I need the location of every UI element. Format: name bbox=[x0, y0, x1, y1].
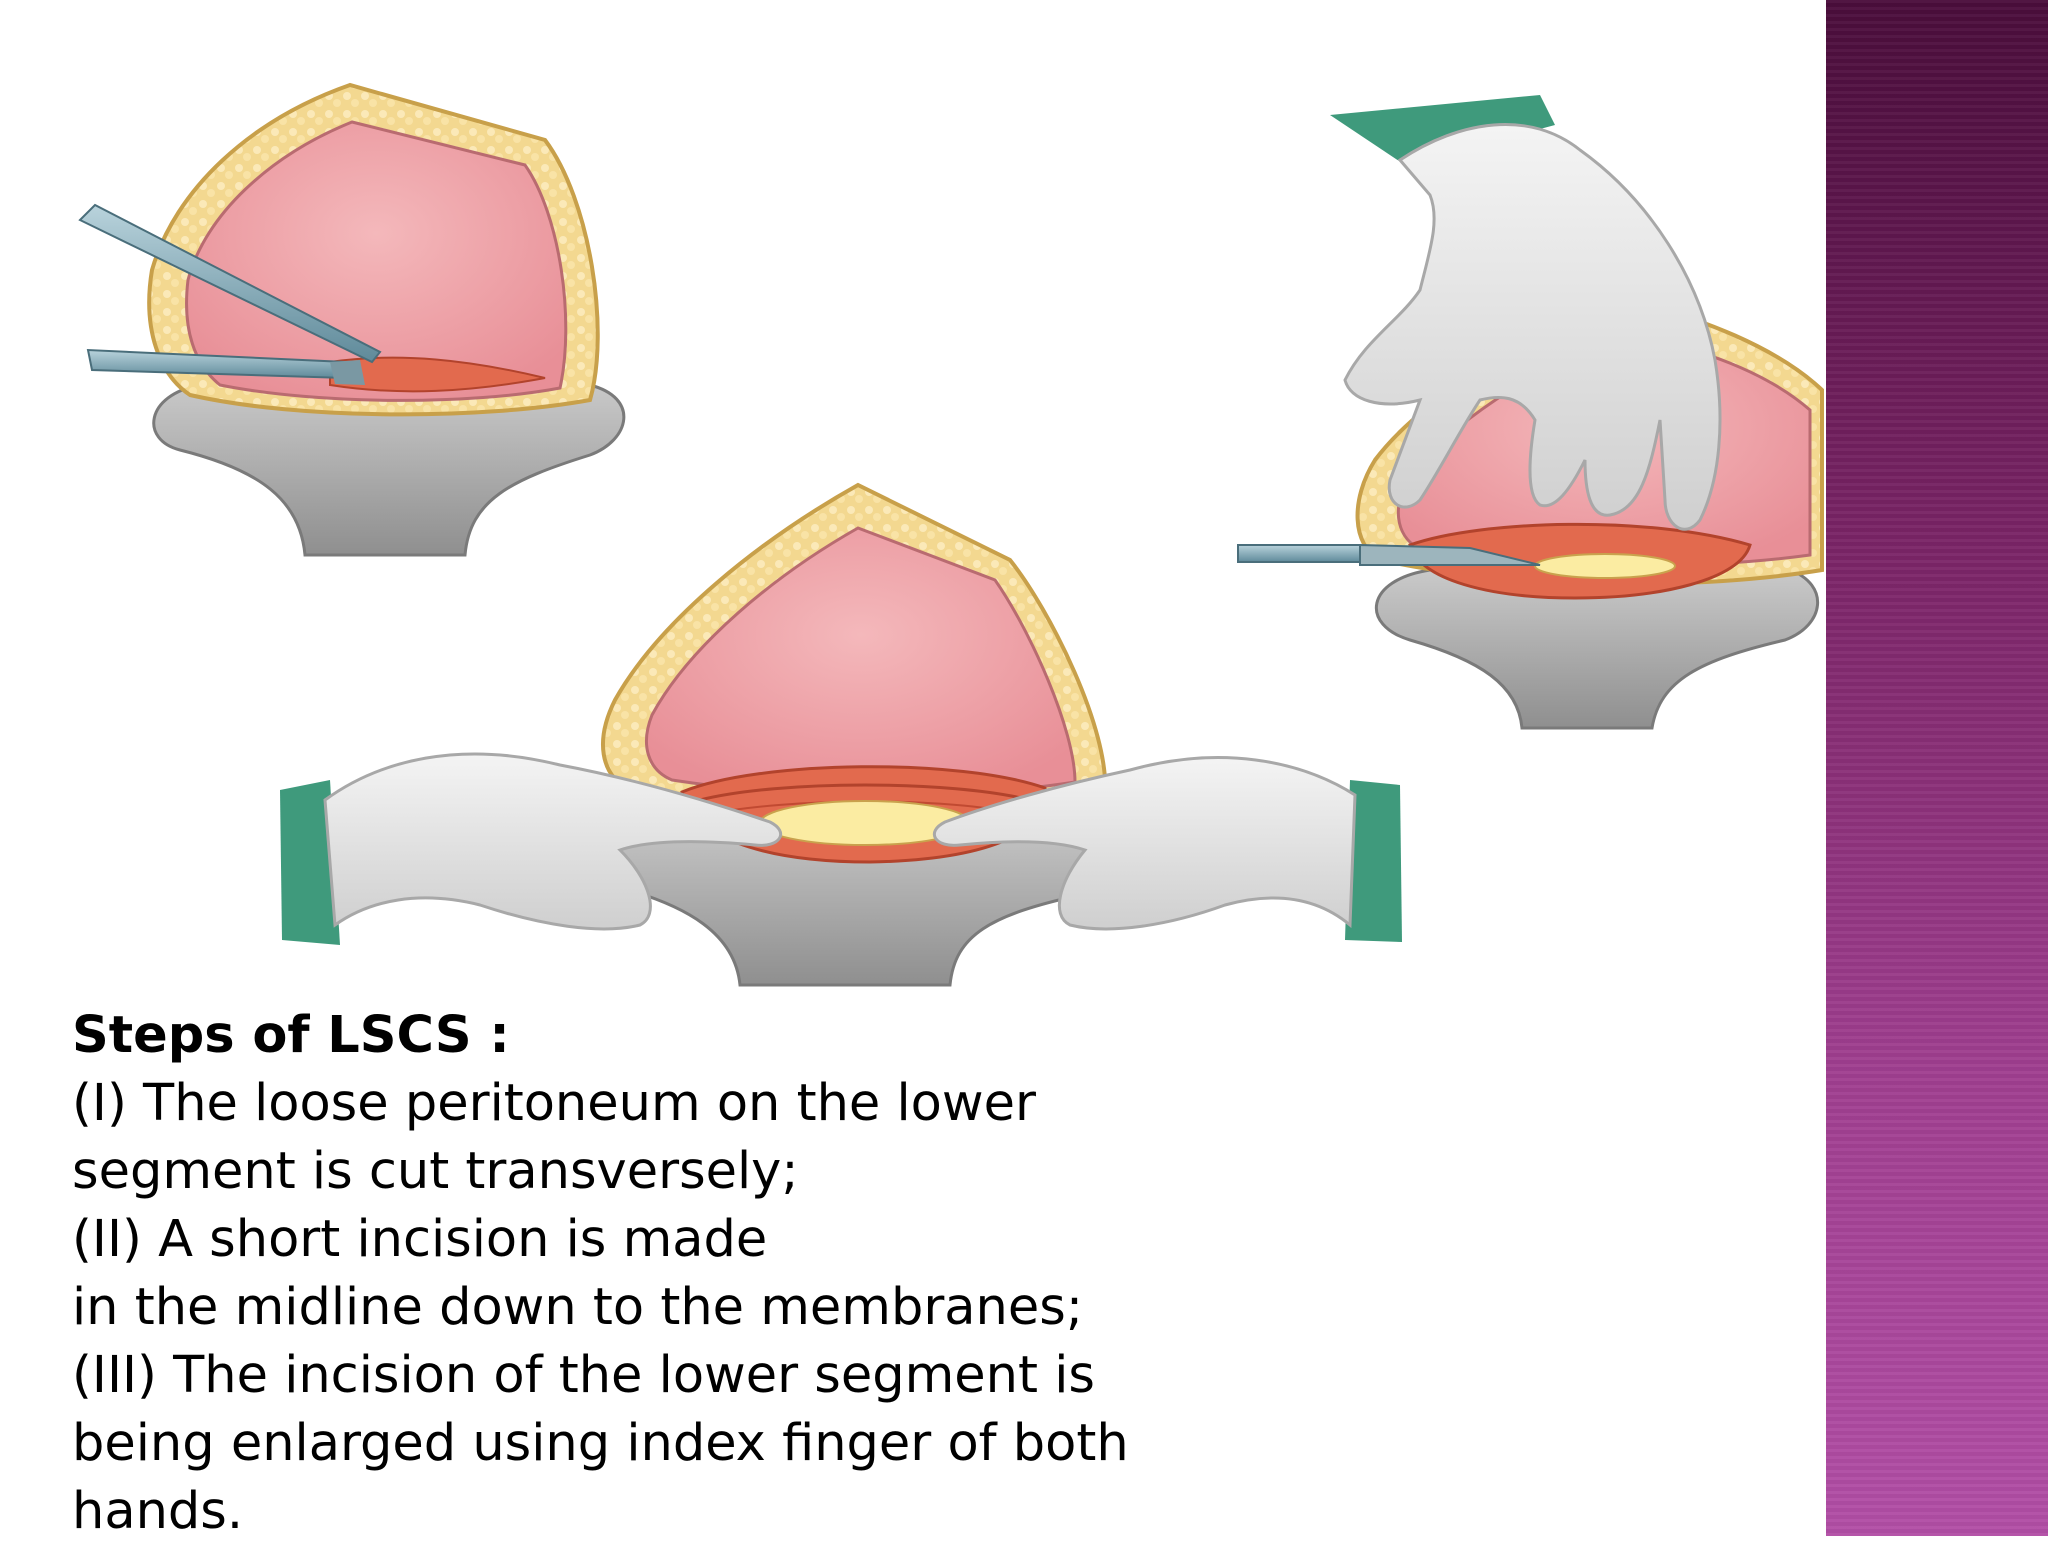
decorative-side-band bbox=[1826, 0, 2048, 1536]
caption-line: in the midline down to the membranes; bbox=[72, 1278, 1084, 1337]
caption-line: hands. bbox=[72, 1482, 244, 1541]
panel-i-peritoneum-cut bbox=[78, 82, 626, 557]
uterus-surface bbox=[185, 120, 568, 402]
sleeve bbox=[1330, 95, 1555, 165]
right-gloved-hand bbox=[932, 756, 1357, 931]
scalpel-handle bbox=[1237, 544, 1364, 563]
scissor-tip bbox=[330, 360, 365, 385]
membranes bbox=[1534, 553, 1676, 579]
lscs-illustration bbox=[78, 82, 1824, 987]
gloved-hand bbox=[1343, 123, 1722, 531]
right-sleeve bbox=[1345, 780, 1402, 942]
side-band-texture bbox=[1826, 0, 2048, 1536]
caption-line: being enlarged using index finger of bot… bbox=[72, 1414, 1129, 1473]
left-gloved-hand bbox=[323, 752, 783, 931]
forceps-upper bbox=[78, 203, 382, 364]
left-sleeve bbox=[280, 780, 340, 945]
caption-heading: Steps of LSCS : bbox=[72, 1006, 510, 1065]
peritoneal-incision bbox=[329, 356, 546, 393]
caption-line: (III) The incision of the lower segment … bbox=[72, 1346, 1095, 1405]
caption-line: (I) The loose peritoneum on the lower bbox=[72, 1074, 1036, 1133]
panel-iii-incision-enlarged bbox=[1237, 95, 1824, 730]
caption-line: segment is cut transversely; bbox=[72, 1142, 799, 1201]
panel-ii-midline-incision bbox=[280, 482, 1402, 987]
caption-text-block: Steps of LSCS : (I) The loose peritoneum… bbox=[72, 1002, 1232, 1546]
caption-line: (II) A short incision is made bbox=[72, 1210, 768, 1269]
scalpel-blade bbox=[1359, 543, 1541, 566]
